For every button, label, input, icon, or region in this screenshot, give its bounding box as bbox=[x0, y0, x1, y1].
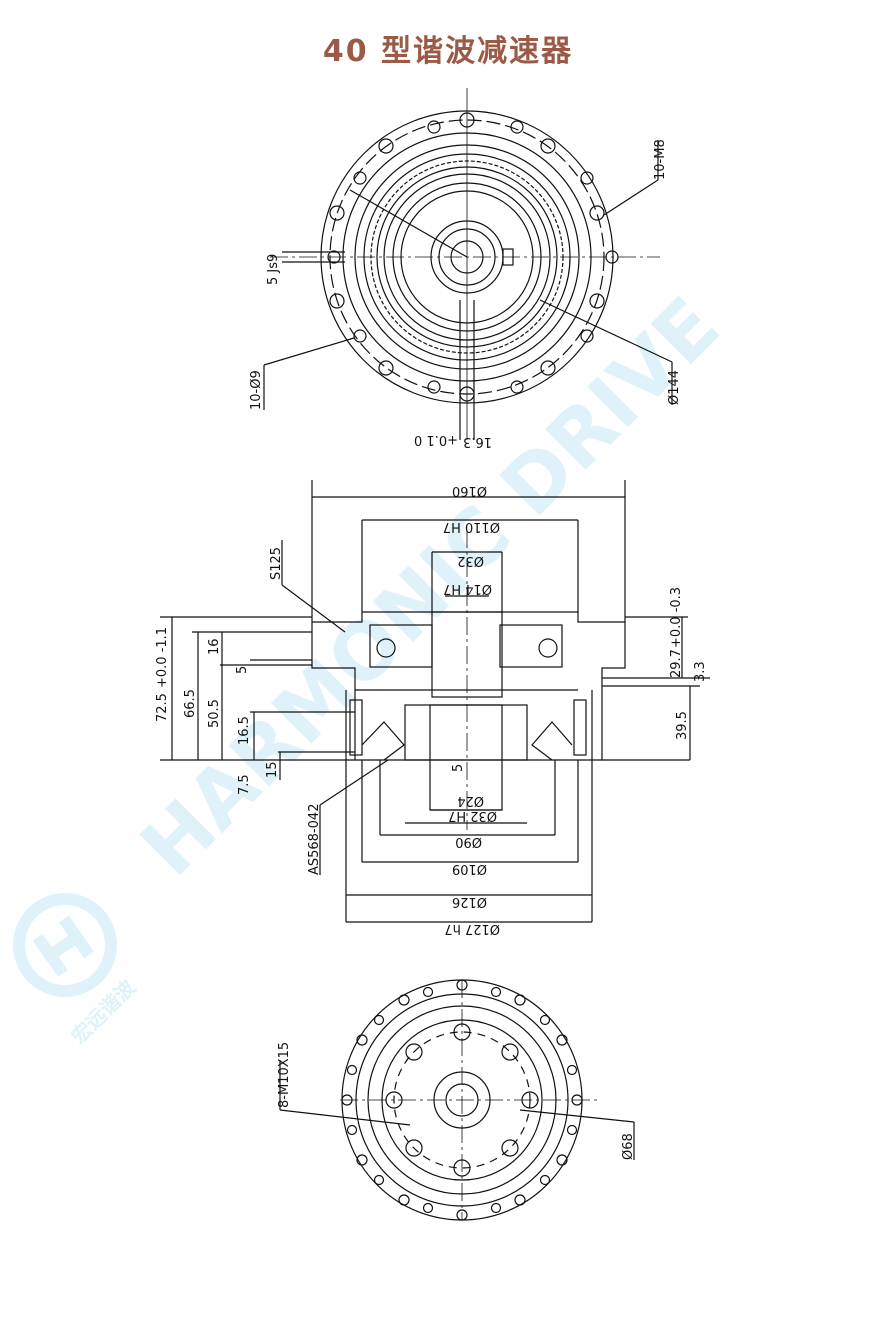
bolt-holes bbox=[327, 112, 619, 402]
label-d127: Ø127 h7 bbox=[444, 921, 500, 936]
label-d126: Ø126 bbox=[452, 894, 487, 909]
label-h16b: 16.5 bbox=[237, 716, 252, 745]
outer-bolts bbox=[341, 979, 583, 1221]
label-key-tol: +0.1 0 bbox=[414, 432, 458, 447]
label-d144: Ø144 bbox=[667, 370, 682, 405]
label-d32: Ø32 bbox=[457, 553, 484, 568]
top-view bbox=[263, 88, 673, 440]
label-d109: Ø109 bbox=[452, 861, 487, 876]
label-h29: 29.7 bbox=[669, 649, 684, 678]
label-d68: Ø68 bbox=[621, 1133, 636, 1160]
m10-holes bbox=[385, 1023, 539, 1177]
label-h66: 66.5 bbox=[183, 689, 198, 718]
hy-logo-icon bbox=[13, 893, 117, 997]
label-s125: S125 bbox=[269, 547, 284, 580]
bottom-view bbox=[279, 979, 635, 1221]
label-8-m10x15: 8-M10X15 bbox=[277, 1042, 292, 1108]
page-title: 40 型谐波减速器 bbox=[322, 34, 574, 69]
label-d24: Ø24 bbox=[457, 793, 484, 808]
label-keyway: 5 Js9 bbox=[266, 254, 281, 285]
label-h33: 3.3 bbox=[693, 661, 708, 682]
label-key-height: 16.3 bbox=[463, 434, 492, 449]
label-10-d9: 10-Ø9 bbox=[249, 370, 264, 410]
watermark-brand: HARMONIC DRIVE bbox=[125, 281, 737, 893]
label-d32h7: Ø32 H7 bbox=[448, 808, 497, 823]
label-d14: Ø14 H7 bbox=[443, 581, 492, 596]
label-h72: 72.5 bbox=[155, 693, 170, 722]
label-h72-tol: +0.0 -1.1 bbox=[155, 627, 170, 688]
bottom-view-labels: 8-M10X15 Ø68 bbox=[277, 1042, 636, 1160]
label-h7: 7.5 bbox=[237, 774, 252, 795]
top-view-labels: 10-M8 5 Js9 10-Ø9 Ø144 16.3 +0.1 0 bbox=[249, 139, 682, 449]
label-d110: Ø110 H7 bbox=[443, 519, 500, 534]
watermark: HARMONIC DRIVE 宏远谐波 bbox=[13, 281, 737, 1049]
label-h15: 15 bbox=[265, 761, 280, 778]
label-h29-tol: +0.0 -0.3 bbox=[669, 587, 684, 648]
label-h50: 50.5 bbox=[207, 699, 222, 728]
label-h5a: 5 bbox=[235, 666, 250, 674]
label-oring: AS568-042 bbox=[307, 804, 322, 875]
label-d90: Ø90 bbox=[455, 834, 482, 849]
label-h39: 39.5 bbox=[675, 711, 690, 740]
label-h5b: 5 bbox=[451, 764, 466, 772]
label-10-m8: 10-M8 bbox=[653, 139, 668, 180]
label-h16a: 16 bbox=[207, 638, 222, 655]
side-view-labels: Ø160 Ø110 H7 Ø32 Ø14 H7 S125 72.5 +0.0 -… bbox=[155, 483, 708, 936]
label-d160: Ø160 bbox=[452, 483, 487, 498]
side-view bbox=[160, 480, 710, 923]
